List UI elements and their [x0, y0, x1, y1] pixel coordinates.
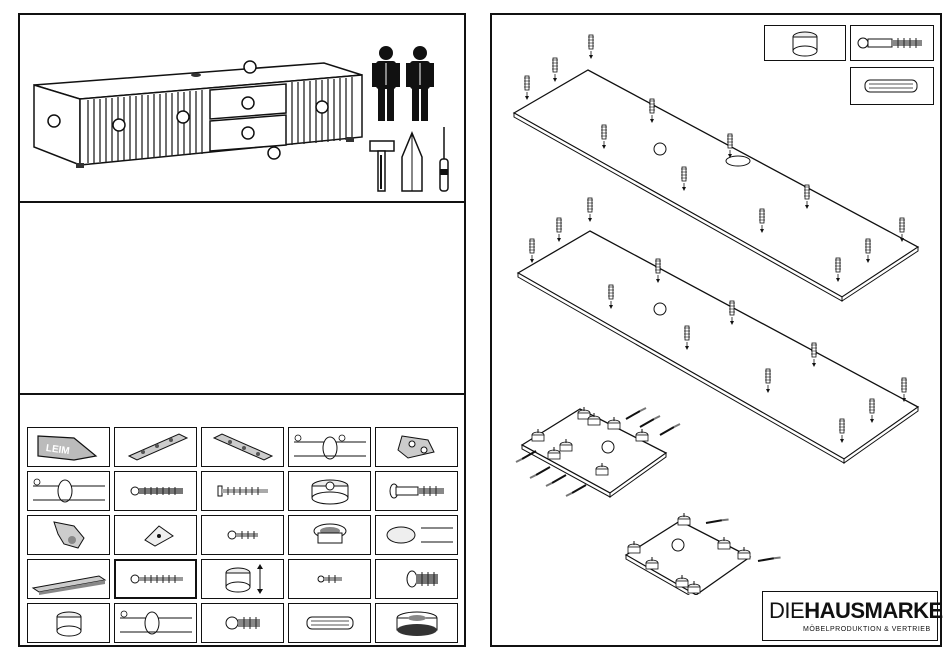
screwdriver-icon: [440, 127, 448, 191]
screw-icon: [201, 471, 284, 511]
tools-icons: [368, 125, 458, 195]
hinge-icon: [27, 515, 110, 555]
hammer-icon: [370, 141, 394, 191]
dowel-caps-icon: [288, 427, 371, 467]
small-screw-icon: [201, 515, 284, 555]
cover-cap-icon: [114, 603, 197, 643]
handle-profile-icon: [27, 559, 110, 599]
hinge-plate-icon: [375, 427, 458, 467]
assembly-drawing: [492, 15, 940, 595]
cap-icon: [27, 471, 110, 511]
section-divider: [20, 393, 464, 395]
long-screw-2-icon: [114, 559, 197, 599]
brand-name-light: DIE: [769, 598, 804, 623]
overview-panel: LEIM: [18, 13, 466, 647]
tv-cabinet-illustration: [28, 55, 368, 205]
felt-pad-icon: [375, 603, 458, 643]
pencil-icon: [402, 133, 422, 191]
drawer-rail-right-icon: [201, 427, 284, 467]
round-cap-icon: [375, 515, 458, 555]
cam-bolt-icon: [375, 471, 458, 511]
cam-housing-2-icon: [27, 603, 110, 643]
two-persons-icon: [372, 45, 438, 125]
cam-lock-icon: [201, 559, 284, 599]
short-screw-icon: [288, 559, 371, 599]
bolt-connector-icon: [375, 559, 458, 599]
brand-name-bold: HAUSMARKE: [804, 598, 943, 623]
cable-grommet-icon: [288, 515, 371, 555]
glue-tube-icon: LEIM: [27, 427, 110, 467]
brand-logo: DIEHAUSMARKE MÖBELPRODUKTION & VERTRIEB: [762, 591, 938, 641]
wedge-icon: [114, 515, 197, 555]
long-screw-icon: [114, 471, 197, 511]
assembly-step-panel: DIEHAUSMARKE MÖBELPRODUKTION & VERTRIEB: [490, 13, 942, 647]
screw-bolt-icon: [201, 603, 284, 643]
section-divider: [20, 201, 464, 203]
wood-dowel-icon: [288, 603, 371, 643]
brand-tagline: MÖBELPRODUKTION & VERTRIEB: [803, 626, 931, 633]
cam-housing-icon: [288, 471, 371, 511]
drawer-rail-left-icon: [114, 427, 197, 467]
parts-legend-grid: LEIM: [27, 427, 458, 643]
